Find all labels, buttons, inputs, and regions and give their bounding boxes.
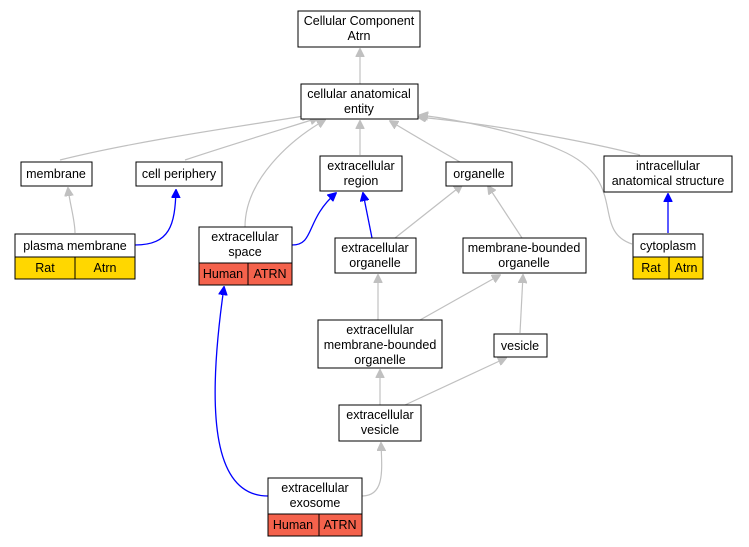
node-label: membrane-bounded — [468, 241, 581, 255]
edge-extracellularorganelle-to-extracellularregion — [363, 193, 373, 239]
node-label: vesicle — [361, 423, 399, 437]
node-membrane-bounded-organelle[interactable]: membrane-bounded organelle — [462, 237, 587, 274]
node-label: exosome — [290, 496, 341, 510]
node-intracellular-anatomical-structure[interactable]: intracellular anatomical structure — [603, 155, 733, 193]
node-vesicle[interactable]: vesicle — [493, 333, 548, 358]
edge-extracellularvesicle-to-vesicle — [404, 358, 506, 406]
node-label: extracellular — [346, 408, 413, 422]
node-cellular-component-root[interactable]: Cellular Component Atrn — [297, 10, 421, 48]
species-badge: Rat — [641, 261, 661, 275]
node-label: extracellular — [341, 241, 408, 255]
node-label: Atrn — [348, 29, 371, 43]
node-label: membrane — [26, 167, 86, 181]
node-cytoplasm[interactable]: cytoplasm Rat Atrn — [632, 233, 704, 280]
edge-embo-to-membraneboundedorganelle — [419, 275, 500, 321]
annotated-edges — [134, 190, 668, 497]
node-extracellular-region[interactable]: extracellular region — [319, 155, 403, 192]
node-label: cell periphery — [142, 167, 217, 181]
edge-plasmamembrane-to-cellperiphery — [134, 190, 176, 246]
edge-cellperiphery-to-cae — [184, 118, 318, 161]
gene-badge: ATRN — [323, 518, 356, 532]
node-label: anatomical structure — [612, 174, 725, 188]
edge-extracellularspace-to-extracellularregion — [291, 193, 336, 246]
node-extracellular-vesicle[interactable]: extracellular vesicle — [338, 404, 422, 442]
node-organelle[interactable]: organelle — [445, 161, 513, 187]
node-label: organelle — [349, 256, 400, 270]
edge-exosome-to-extracellularspace — [214, 287, 269, 497]
node-label: space — [228, 245, 261, 259]
species-badge: Human — [273, 518, 313, 532]
edge-organelle-to-cae — [390, 121, 461, 163]
node-label: entity — [344, 102, 375, 116]
edge-membraneboundedorganelle-to-organelle — [488, 186, 523, 239]
node-extracellular-organelle[interactable]: extracellular organelle — [334, 237, 417, 274]
node-label: organelle — [354, 353, 405, 367]
species-badge: Human — [203, 267, 243, 281]
gene-badge: Atrn — [675, 261, 698, 275]
node-label: organelle — [453, 167, 504, 181]
edge-intracellular-to-cae — [418, 117, 641, 156]
node-extracellular-membrane-bounded-organelle[interactable]: extracellular membrane-bounded organelle — [317, 319, 443, 369]
edge-exosome-to-extracellularvesicle — [361, 443, 382, 497]
node-extracellular-exosome[interactable]: extracellular exosome Human ATRN — [267, 477, 363, 537]
gene-badge: ATRN — [253, 267, 286, 281]
node-membrane[interactable]: membrane — [20, 161, 93, 187]
node-label: Cellular Component — [304, 14, 415, 28]
node-label: plasma membrane — [23, 239, 127, 253]
node-cellular-anatomical-entity[interactable]: cellular anatomical entity — [300, 83, 419, 120]
node-plasma-membrane[interactable]: plasma membrane Rat Atrn — [14, 233, 136, 280]
edge-membrane-to-cae — [59, 115, 310, 161]
node-label: vesicle — [501, 339, 539, 353]
node-label: region — [344, 174, 379, 188]
node-label: cytoplasm — [640, 239, 696, 253]
edge-extracellularorganelle-to-organelle — [394, 185, 462, 239]
edge-extracellularspace-to-cae — [244, 120, 325, 228]
edge-plasmamembrane-to-membrane — [68, 188, 76, 234]
node-cell-periphery[interactable]: cell periphery — [135, 161, 223, 187]
node-label: extracellular — [211, 230, 278, 244]
edges — [59, 49, 641, 497]
node-label: intracellular — [636, 159, 700, 173]
node-label: cellular anatomical — [307, 87, 411, 101]
node-label: extracellular — [346, 323, 413, 337]
gene-badge: Atrn — [94, 261, 117, 275]
node-extracellular-space[interactable]: extracellular space Human ATRN — [198, 226, 293, 286]
species-badge: Rat — [35, 261, 55, 275]
node-label: extracellular — [327, 159, 394, 173]
edge-vesicle-to-membraneboundedorganelle — [520, 275, 523, 334]
node-label: extracellular — [281, 481, 348, 495]
node-label: membrane-bounded — [324, 338, 437, 352]
edge-cytoplasm-to-cae — [420, 115, 633, 245]
node-label: organelle — [498, 256, 549, 270]
